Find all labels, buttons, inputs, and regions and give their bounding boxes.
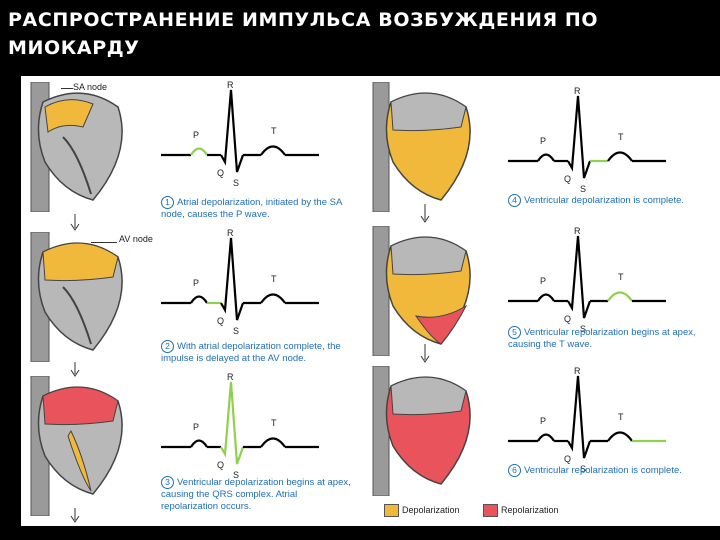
ecg-wave-label-q: Q	[217, 316, 224, 326]
ecg-wave-label-t: T	[271, 126, 277, 136]
legend-repolarization-label: Repolarization	[501, 505, 559, 515]
heart-step-4	[372, 82, 471, 212]
arrow-left-1	[70, 214, 80, 231]
heart-step-5	[372, 226, 471, 356]
ecg-segment-p	[537, 433, 555, 442]
ecg-wave-label-p: P	[193, 422, 199, 432]
ecg-segment-p	[190, 147, 208, 156]
legend-repolarization-swatch	[483, 504, 498, 517]
ecg-wave-label-s: S	[233, 470, 239, 480]
ecg-segment-p	[537, 293, 555, 302]
ecg-wave-label-s: S	[580, 184, 586, 194]
ecg-segment-qrs	[220, 381, 245, 465]
ecg-wave-label-r: R	[227, 228, 234, 238]
ecg-segment-qrs	[567, 375, 592, 459]
ecg-segment-p	[190, 439, 208, 448]
ecg-trace-4: P R T QS	[508, 86, 666, 194]
ecg-segment-qrs	[567, 235, 592, 319]
ecg-wave-label-s: S	[580, 464, 586, 474]
ecg-wave-label-s: S	[233, 178, 239, 188]
ecg-trace-2: P R T QS	[161, 228, 319, 336]
legend-depolarization-label: Depolarization	[402, 505, 460, 515]
ecg-wave-label-t: T	[618, 412, 624, 422]
arrow-right-2	[420, 344, 430, 363]
ecg-wave-label-q: Q	[564, 174, 571, 184]
ecg-trace-6: P R T QS	[508, 366, 666, 474]
heart-step-3	[30, 376, 123, 516]
ecg-wave-label-s: S	[580, 324, 586, 334]
ecg-wave-label-r: R	[574, 366, 581, 376]
heart-step-1	[30, 82, 123, 212]
ecg-wave-label-p: P	[540, 276, 546, 286]
ecg-wave-label-q: Q	[217, 168, 224, 178]
ecg-wave-label-t: T	[271, 274, 277, 284]
ecg-wave-label-t: T	[618, 132, 624, 142]
ecg-wave-label-r: R	[227, 80, 234, 90]
ecg-segment-qrs	[567, 95, 592, 179]
ecg-segment-t	[260, 293, 286, 304]
ecg-wave-label-s: S	[233, 326, 239, 336]
ecg-wave-label-t: T	[271, 418, 277, 428]
ecg-segment-t	[607, 291, 633, 302]
ecg-segment-qrs	[220, 89, 245, 173]
ecg-wave-label-p: P	[193, 278, 199, 288]
ecg-segment-t	[260, 145, 286, 156]
ecg-wave-label-r: R	[574, 226, 581, 236]
sa-node-label: SA node	[73, 82, 108, 92]
ecg-segment-t	[260, 437, 286, 448]
ecg-wave-label-t: T	[618, 272, 624, 282]
ecg-wave-label-p: P	[540, 136, 546, 146]
ecg-wave-label-q: Q	[217, 460, 224, 470]
ecg-segment-qrs	[220, 237, 245, 321]
ecg-wave-label-r: R	[227, 372, 234, 382]
ecg-segment-t	[607, 151, 633, 162]
legend-depolarization-swatch	[384, 504, 399, 517]
ecg-trace-1: P R T QS	[161, 80, 319, 188]
ecg-trace-3: P R T QS	[161, 372, 319, 480]
heart-step-6	[372, 366, 471, 496]
ecg-wave-label-p: P	[540, 416, 546, 426]
av-node-label: AV node	[119, 234, 153, 244]
ecg-trace-5: P R T QS	[508, 226, 666, 334]
ecg-segment-t	[607, 431, 633, 442]
av-node-leader	[91, 242, 117, 243]
ecg-wave-label-r: R	[574, 86, 581, 96]
page-title: РАСПРОСТРАНЕНИЕ ИМПУЛЬСА ВОЗБУЖДЕНИЯ ПО …	[8, 9, 599, 59]
ecg-segment-p	[537, 153, 555, 162]
ecg-wave-label-q: Q	[564, 454, 571, 464]
ecg-segment-p	[190, 295, 208, 304]
arrow-left-2	[70, 362, 80, 377]
arrow-right-1	[420, 204, 430, 223]
sa-node-leader	[61, 88, 73, 89]
heart-step-2	[30, 232, 123, 362]
ecg-wave-label-p: P	[193, 130, 199, 140]
arrow-left-3	[70, 508, 80, 523]
ecg-wave-label-q: Q	[564, 314, 571, 324]
